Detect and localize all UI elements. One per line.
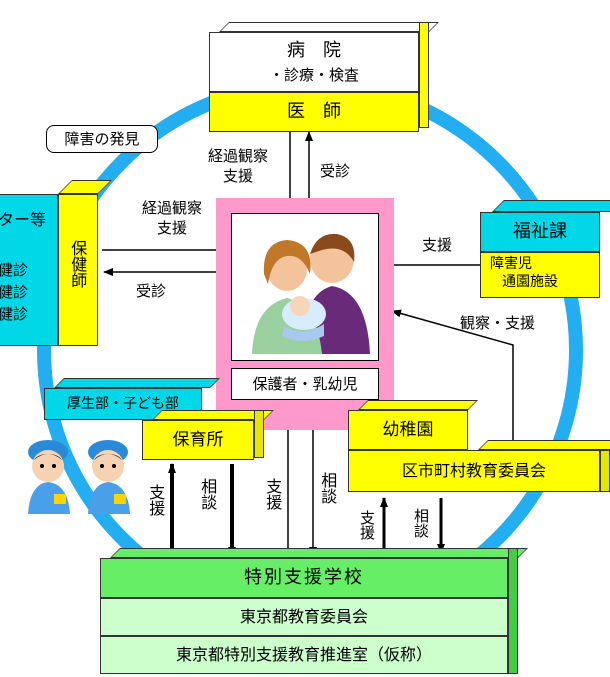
health-center-items: 健診 健診 健診 [0, 260, 28, 325]
family-illustration [231, 213, 379, 361]
kindergarten-label: 幼稚園 [348, 410, 468, 450]
label-nursery-down: 相談 [198, 478, 218, 510]
nursery-label: 保育所 [142, 420, 254, 460]
hospital-top-face [219, 22, 439, 32]
school-top [110, 548, 528, 558]
family-icon [252, 233, 370, 354]
nurse-top [58, 180, 112, 194]
school-office: 東京都特別支援教育推進室（仮称） [100, 636, 508, 674]
health-check-3: 健診 [0, 304, 29, 323]
school-side [508, 548, 518, 674]
label-mid-down: 相談 [318, 472, 338, 504]
health-center-title: ター等 [0, 210, 47, 229]
health-center-box [0, 194, 58, 346]
label-right-bottom: 観察・支援 [460, 314, 536, 332]
board-side [600, 450, 610, 492]
school-title: 特別支援学校 [100, 558, 508, 598]
label-left-top-1: 経過観察 [141, 199, 202, 217]
hospital-title: 病 院 [287, 40, 341, 62]
welfare-sub2: 通園施設 [502, 274, 558, 290]
label-mid-up: 支援 [263, 478, 283, 510]
kindergarten-top [358, 400, 478, 410]
doctor-box: 医 師 [209, 92, 419, 132]
health-check-1: 健診 [0, 261, 29, 279]
label-hospital-left-1: 経過観察 [207, 147, 268, 165]
board-label: 区市町村教育委員会 [348, 450, 600, 492]
discovery-label: 障害の発見 [46, 125, 158, 153]
welfare-sub [480, 252, 600, 298]
health-check-2: 健診 [0, 282, 29, 301]
health-center-block: ター等 健診 健診 健診 保健師 [0, 180, 112, 350]
welfare-sub1: 障害児 [490, 256, 532, 272]
label-hospital-right: 受診 [320, 162, 351, 180]
doctor-label: 医 師 [287, 101, 341, 123]
school-block: 特別支援学校 東京都教育委員会 東京都特別支援教育推進室（仮称） [100, 548, 528, 677]
label-hospital-left-2: 支援 [222, 167, 253, 186]
label-left-top-2: 支援 [156, 219, 187, 238]
label-left-bottom: 受診 [136, 282, 167, 300]
welfare-dept-top [54, 378, 220, 388]
nurse-label: 保健師 [68, 240, 88, 288]
welfare-block: 福祉課 障害児 通園施設 [480, 200, 610, 302]
label-left-top: 経過観察 支援 [124, 198, 220, 239]
nurse-side [58, 194, 98, 346]
label-right-top: 支援 [422, 236, 453, 254]
hospital-subtitle: ・診療・検査 [268, 65, 359, 84]
welfare-title: 福祉課 [480, 212, 600, 252]
school-board: 東京都教育委員会 [100, 598, 508, 636]
hospital-block: 病 院 ・診療・検査 医 師 [209, 22, 439, 138]
arrow-board-to-center [391, 309, 514, 440]
center-label: 保護者・乳幼児 [231, 368, 379, 400]
hospital-side-face [419, 22, 429, 128]
label-board-down: 相談 [412, 508, 430, 538]
label-board-up: 支援 [358, 510, 376, 540]
nursery-block: 保育所 [142, 410, 274, 466]
children-icon [28, 440, 130, 514]
kindergarten-block: 幼稚園 区市町村教育委員会 [348, 400, 610, 500]
label-hospital-left: 経過観察 支援 [196, 146, 280, 187]
nursery-side [254, 410, 264, 458]
welfare-top [492, 200, 610, 212]
hospital-box: 病 院 ・診療・検査 [209, 32, 419, 92]
label-nursery-up: 支援 [146, 484, 166, 516]
board-top [478, 440, 610, 450]
